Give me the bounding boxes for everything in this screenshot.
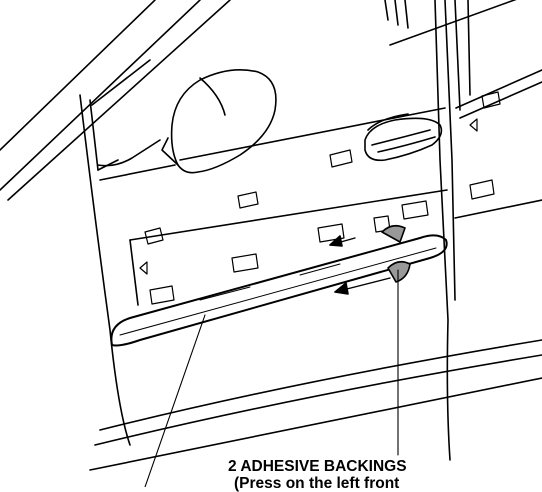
front-door-outline xyxy=(79,0,542,471)
leader-lines xyxy=(144,269,399,487)
molding-mount-area xyxy=(129,189,448,306)
windshield-frame xyxy=(0,0,231,201)
side-molding xyxy=(110,234,448,347)
beltline-clips xyxy=(144,91,501,245)
side-mirror xyxy=(161,69,277,174)
callout-press-note: (Press on the left front xyxy=(234,475,400,492)
adhesive-backing-2 xyxy=(387,260,411,283)
clip-arrows xyxy=(139,118,478,275)
adhesive-backing-1 xyxy=(381,224,406,243)
door-handle xyxy=(364,113,443,162)
callout-adhesive-backings: 2 ADHESIVE BACKINGS xyxy=(228,458,407,475)
peel-direction-arrows xyxy=(329,235,391,295)
